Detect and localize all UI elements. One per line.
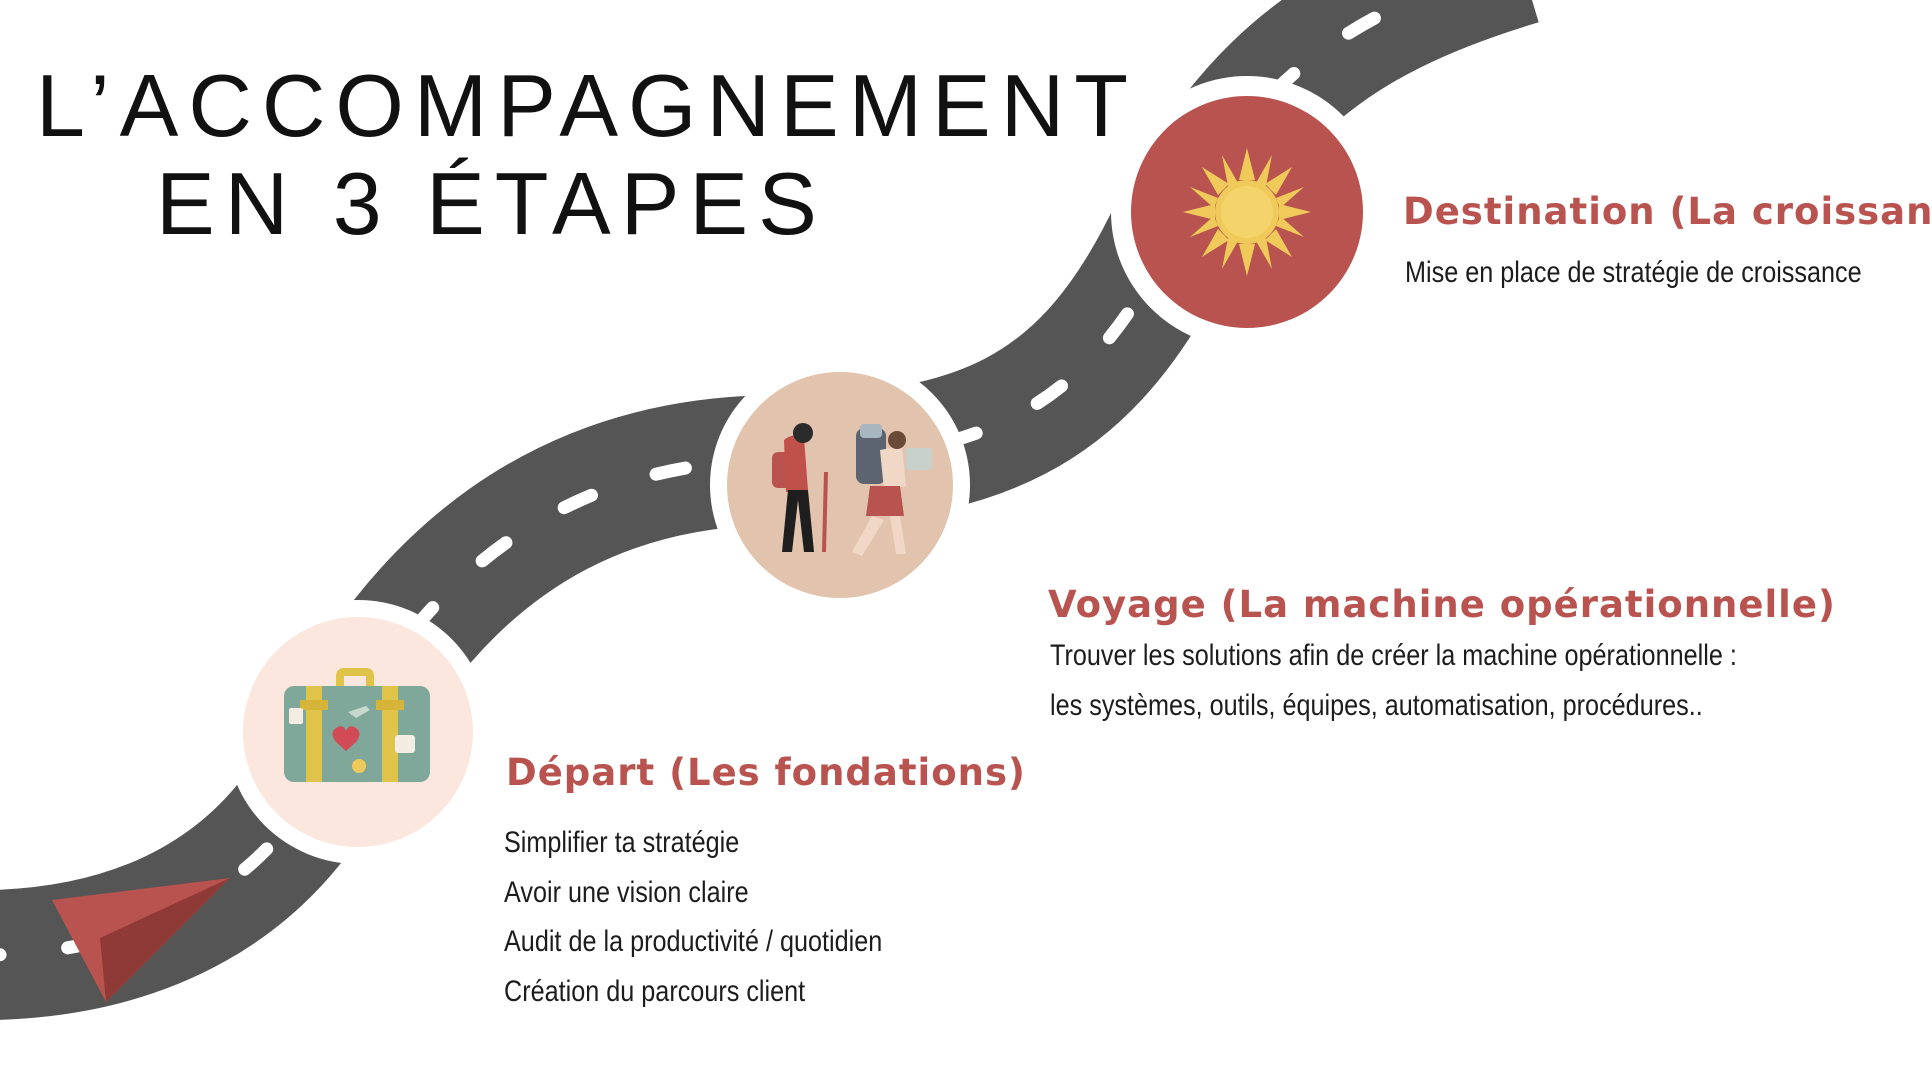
page-title-line-2: EN 3 ÉTAPES — [156, 160, 827, 248]
depart-circle — [226, 600, 490, 864]
depart-line: Simplifier ta stratégie — [504, 828, 739, 858]
depart-line: Audit de la productivité / quotidien — [504, 927, 882, 957]
destination-circle — [1111, 76, 1383, 348]
depart-heading: Départ (Les fondations) — [506, 753, 1026, 794]
suitcase-icon — [284, 672, 430, 782]
depart-line: Avoir une vision claire — [504, 878, 749, 908]
voyage-line: Trouver les solutions afin de créer la m… — [1050, 641, 1737, 671]
voyage-circle — [710, 355, 970, 615]
voyage-line: les systèmes, outils, équipes, automatis… — [1050, 691, 1703, 721]
voyage-heading: Voyage (La machine opérationnelle) — [1048, 585, 1836, 626]
destination-line: Mise en place de stratégie de croissance — [1405, 258, 1862, 288]
sun-icon — [1183, 148, 1311, 276]
depart-line: Création du parcours client — [504, 977, 805, 1007]
page-title-line-1: L’ACCOMPAGNEMENT — [36, 62, 1138, 150]
destination-heading: Destination (La croissance) — [1403, 192, 1932, 233]
